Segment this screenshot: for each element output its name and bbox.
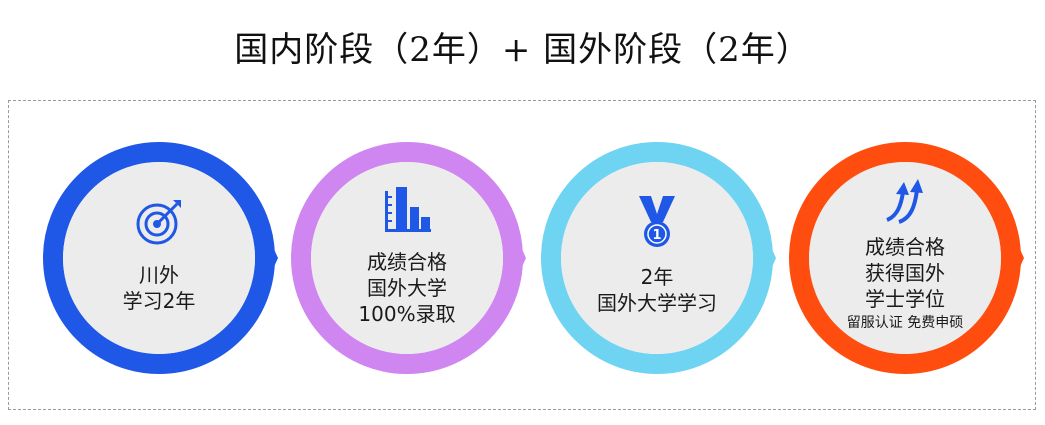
- step-2: 成绩合格 国外大学 100%录取: [290, 138, 530, 378]
- step-4-line-3: 学士学位: [865, 287, 945, 311]
- step-3-line-1: 2年: [640, 265, 674, 289]
- step-2-ring: [291, 142, 526, 374]
- step-4-note: 留服认证 免费申硕: [846, 315, 964, 331]
- step-4: 成绩合格 获得国外 学士学位 留服认证 免费申硕: [788, 138, 1028, 378]
- step-1-ring: [43, 142, 278, 374]
- target-icon: [133, 196, 185, 252]
- step-3-content: 1 2年 国外大学学习: [562, 160, 752, 350]
- step-3-ring: [541, 142, 776, 374]
- step-2-line-2: 国外大学: [367, 276, 447, 300]
- step-1-line-2: 学习2年: [122, 289, 196, 313]
- step-4-line-1: 成绩合格: [865, 235, 945, 259]
- page-title: 国内阶段（2年）+ 国外阶段（2年）: [234, 30, 811, 70]
- step-4-content: 成绩合格 获得国外 学士学位 留服认证 免费申硕: [810, 160, 1000, 350]
- growth-arrows-icon: [883, 176, 927, 228]
- medal-icon: 1: [635, 194, 679, 254]
- step-3: 1 2年 国外大学学习: [540, 138, 780, 378]
- step-4-ring: [789, 142, 1024, 374]
- steps-frame: [8, 100, 1036, 410]
- step-4-line-2: 获得国外: [865, 261, 945, 285]
- step-1-content: 川外 学习2年: [64, 160, 254, 350]
- step-2-line-3: 100%录取: [358, 302, 456, 326]
- step-2-content: 成绩合格 国外大学 100%录取: [312, 160, 502, 350]
- svg-text:1: 1: [652, 228, 661, 243]
- step-1-line-1: 川外: [139, 263, 179, 287]
- bar-chart-icon: [381, 183, 433, 239]
- step-2-line-1: 成绩合格: [367, 250, 447, 274]
- step-3-line-2: 国外大学学习: [597, 291, 717, 315]
- step-1: 川外 学习2年: [42, 138, 282, 378]
